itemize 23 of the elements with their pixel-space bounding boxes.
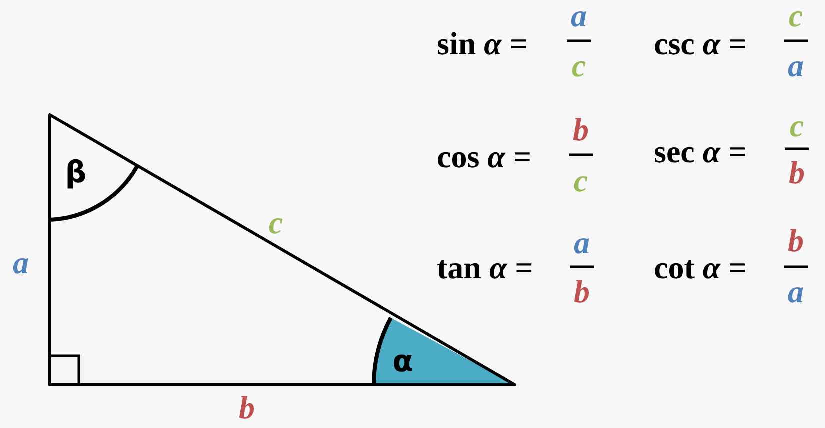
- numerator: b: [573, 112, 589, 148]
- side-label: a: [13, 244, 29, 282]
- denominator: c: [572, 48, 586, 84]
- formula-label: sin α =: [437, 26, 528, 62]
- formula-label: sec α =: [654, 134, 747, 170]
- angle-label: β: [65, 156, 87, 190]
- side-label: c: [268, 204, 284, 242]
- formula-label: cos α =: [437, 138, 532, 176]
- numerator: a: [571, 0, 587, 34]
- angle-label: α: [392, 344, 414, 380]
- formula-label: tan α =: [437, 250, 534, 286]
- numerator: c: [790, 108, 804, 144]
- numerator: c: [788, 0, 804, 34]
- denominator: b: [574, 274, 590, 310]
- denominator: b: [789, 154, 805, 192]
- numerator: b: [788, 222, 804, 260]
- denominator: a: [788, 48, 804, 84]
- formula-label: csc α =: [654, 26, 747, 62]
- denominator: c: [574, 162, 588, 200]
- formula-label: cot α =: [654, 250, 747, 286]
- numerator: a: [574, 224, 590, 262]
- denominator: a: [788, 274, 804, 310]
- side-label: b: [239, 390, 255, 426]
